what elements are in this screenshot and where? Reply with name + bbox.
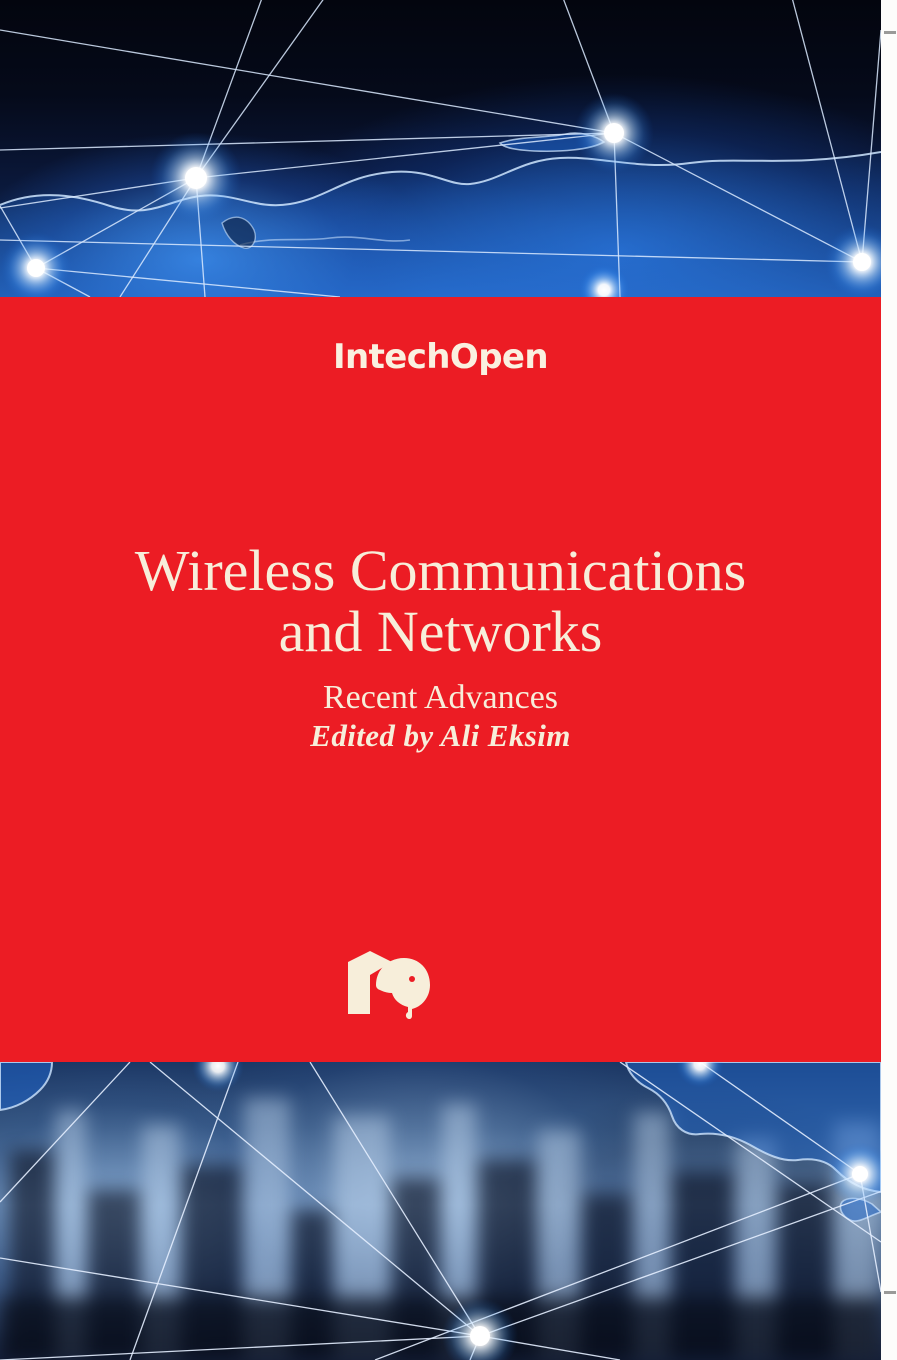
network-node-core bbox=[853, 253, 871, 271]
network-node bbox=[0, 232, 72, 297]
intechopen-logo-icon bbox=[348, 951, 430, 1020]
logo-eye-dot bbox=[409, 976, 415, 982]
page-right-margin bbox=[881, 0, 897, 1360]
network-node-core bbox=[27, 259, 45, 277]
book-title-line-2: and Networks bbox=[278, 599, 603, 665]
network-node bbox=[578, 264, 630, 297]
peninsula-shape bbox=[221, 216, 256, 249]
network-node-core bbox=[604, 123, 624, 143]
title-block: Wireless Communications and Networks Rec… bbox=[0, 540, 881, 719]
book-title-line-1: Wireless Communications bbox=[134, 538, 747, 603]
logo-bookmark-shape bbox=[348, 951, 370, 1014]
landmass-shape bbox=[0, 152, 881, 297]
network-node bbox=[824, 224, 881, 297]
red-title-panel bbox=[0, 297, 881, 1062]
crop-mark-top bbox=[884, 31, 896, 34]
network-node-core bbox=[185, 167, 207, 189]
network-nodes bbox=[0, 93, 881, 297]
book-title: Wireless Communications and Networks bbox=[0, 540, 881, 663]
top-network-graphic bbox=[0, 0, 881, 297]
island-shape bbox=[498, 132, 606, 153]
crop-mark-bottom bbox=[884, 1291, 896, 1294]
top-artwork-band bbox=[0, 0, 881, 297]
logo-flag-shape bbox=[370, 951, 392, 975]
bottom-artwork-band bbox=[0, 1062, 881, 1360]
logo-elephant-shape bbox=[376, 958, 430, 1020]
editor-credit: Edited by Ali Eksim bbox=[310, 718, 571, 753]
network-node bbox=[574, 93, 654, 173]
city-skyline-blur bbox=[0, 1062, 881, 1360]
publisher-wordmark: IntechOpen bbox=[332, 337, 549, 377]
network-node bbox=[150, 132, 242, 224]
coastline-outline bbox=[0, 151, 881, 212]
network-links bbox=[0, 0, 881, 297]
book-subtitle: Recent Advances bbox=[322, 678, 559, 716]
coastline-outline-secondary bbox=[239, 236, 411, 246]
